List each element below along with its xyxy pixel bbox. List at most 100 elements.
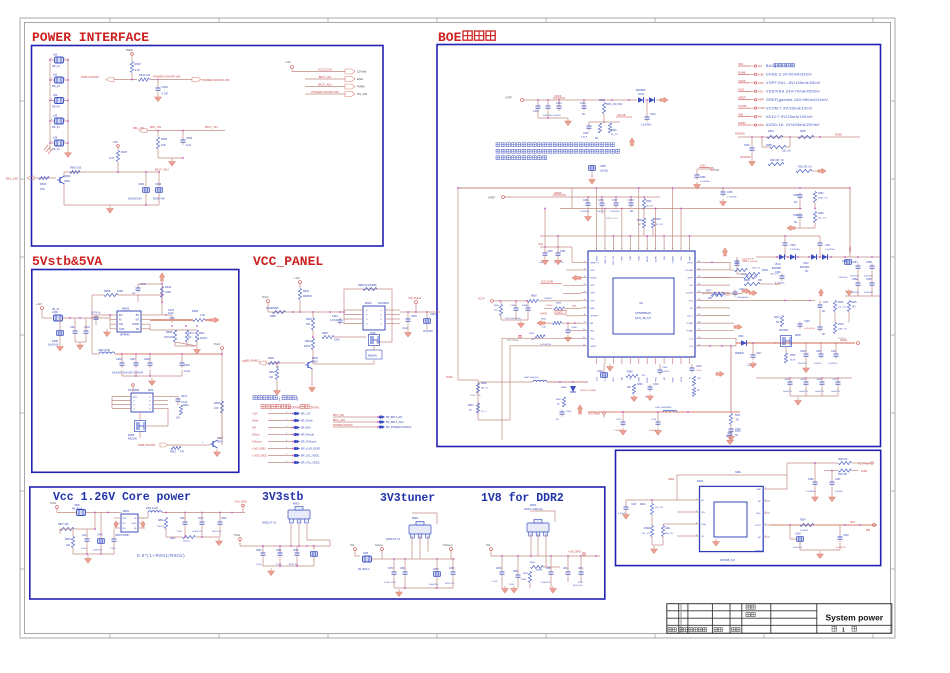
svg-text:+1V8_DDR2: +1V8_DDR2 — [252, 448, 266, 451]
svg-text:EN: EN — [590, 323, 593, 325]
svg-text:C446: C446 — [97, 535, 103, 537]
svg-text:1: 1 — [286, 461, 288, 463]
svg-text:Vcc 1.26V Core power: Vcc 1.26V Core power — [53, 491, 191, 504]
svg-text:M904: M904 — [312, 357, 319, 360]
svg-text:GHOFF: GHOFF — [590, 316, 598, 318]
svg-text:0R/0R: 0R/0R — [536, 570, 543, 572]
svg-text:10uF/16V: 10uF/16V — [864, 292, 874, 294]
svg-text:NC: NC — [735, 435, 739, 437]
svg-text:1K01%: 1K01% — [183, 541, 190, 543]
svg-text:4.2K61%: 4.2K61% — [198, 338, 207, 340]
svg-text:0.1uF/16v: 0.1uF/16v — [836, 547, 847, 549]
svg-text:VON: VON — [700, 165, 706, 168]
svg-text:NC/0R0805: NC/0R0805 — [266, 307, 279, 310]
svg-text:C603: C603 — [155, 182, 162, 186]
svg-text:1V8 for DDR2: 1V8 for DDR2 — [481, 492, 564, 505]
svg-text:C684: C684 — [400, 568, 406, 570]
svg-text:C605: C605 — [742, 261, 748, 263]
svg-text:16uF/16V: 16uF/16V — [48, 344, 59, 347]
svg-text:R33B: R33B — [644, 528, 650, 530]
svg-text:R666: R666 — [214, 402, 221, 405]
svg-text:OUT: OUT — [590, 338, 595, 340]
svg-text:2: 2 — [51, 141, 53, 143]
svg-text:L82: L82 — [53, 93, 58, 97]
svg-text:C348: C348 — [804, 321, 810, 323]
svg-text:R4: R4 — [642, 375, 646, 377]
svg-text:100K: 100K — [117, 289, 123, 293]
svg-text:C618: C618 — [84, 326, 90, 329]
svg-text:C802: C802 — [256, 550, 262, 552]
svg-text:EN: EN — [136, 319, 140, 322]
svg-text:4.7K: 4.7K — [135, 68, 141, 72]
svg-text:GVON: GVON — [540, 313, 547, 316]
svg-text:U802: U802 — [74, 504, 80, 507]
svg-text:+1V8_DDR2: +1V8_DDR2 — [568, 552, 582, 554]
svg-text:BP_v1V8_DDR2: BP_v1V8_DDR2 — [301, 447, 321, 451]
svg-text:VCC-Panel: VCC-Panel — [858, 464, 870, 466]
svg-text:1: 1 — [286, 454, 288, 456]
svg-text:GND: GND — [639, 377, 641, 382]
svg-text:VOUT: VOUT — [755, 525, 762, 527]
svg-text:5: 5 — [765, 488, 767, 490]
svg-text:10K: 10K — [161, 143, 166, 147]
svg-text:AVDD: AVDD — [774, 283, 781, 286]
svg-text:43K61: 43K61 — [304, 346, 311, 348]
svg-text:0.1uF/25v: 0.1uF/25v — [806, 491, 817, 493]
svg-text:PGx: PGx — [689, 300, 694, 302]
svg-text:V612: V612 — [217, 437, 223, 440]
svg-text:16uF/25V: 16uF/25V — [783, 391, 793, 393]
svg-text:C33B: C33B — [571, 327, 577, 329]
svg-text:10uF/16V 1uF/50v: 10uF/16V 1uF/50v — [543, 115, 562, 117]
svg-text:S: S — [149, 409, 151, 411]
svg-text:4.7K: 4.7K — [109, 156, 115, 160]
svg-text:15K: 15K — [697, 378, 701, 380]
svg-text:50L_1%: 50L_1% — [655, 507, 663, 509]
svg-text:R335: R335 — [800, 130, 806, 133]
svg-text:3Vtuner: 3Vtuner — [375, 544, 383, 547]
svg-text:R807 10K: R807 10K — [58, 523, 69, 526]
svg-text:4: 4 — [613, 248, 614, 250]
svg-text:WEO: WEO — [596, 256, 598, 262]
svg-text:NC: NC — [758, 537, 762, 539]
svg-text:GHOF: GHOF — [556, 313, 563, 315]
svg-text:45_1%: 45_1% — [611, 134, 618, 136]
svg-text:1: 1 — [64, 58, 66, 60]
svg-text:GREF: GREF — [738, 96, 746, 100]
svg-text:2: 2 — [51, 58, 53, 60]
svg-text:CUM: CUM — [681, 377, 683, 382]
svg-text:R664: R664 — [303, 290, 310, 293]
svg-text:C665: C665 — [433, 569, 439, 571]
svg-text:VD4x: VD4x — [775, 264, 781, 266]
svg-text:0.47uF/50v: 0.47uF/50v — [804, 328, 816, 330]
svg-text:FB_44: FB_44 — [52, 105, 60, 109]
svg-text:NC: NC — [794, 222, 798, 224]
svg-text:0.118O5: 0.118O5 — [800, 530, 809, 532]
svg-text:C816: C816 — [566, 411, 572, 413]
svg-text:0.1uF 2.2uF: 0.1uF 2.2uF — [384, 582, 396, 584]
svg-text:0.1uF/25v: 0.1uF/25v — [828, 363, 838, 365]
svg-text:BP_BKLT_EN: BP_BKLT_EN — [386, 415, 402, 419]
svg-text:C346: C346 — [800, 351, 806, 353]
svg-text:LX1: LX1 — [689, 346, 694, 348]
svg-text:OPF: OPF — [590, 285, 595, 287]
svg-text:C809: C809 — [180, 518, 186, 520]
svg-text:10uF 10uF/4x3H: 10uF 10uF/4x3H — [505, 318, 521, 320]
svg-text:L84: L84 — [53, 136, 58, 140]
svg-text:C348: C348 — [795, 534, 801, 536]
svg-text:16uF/25V: 16uF/25V — [798, 363, 808, 365]
svg-text:12Vstb: 12Vstb — [357, 70, 367, 74]
svg-text:L806 10uF/4x3: L806 10uF/4x3 — [524, 377, 539, 379]
svg-text:RE: RE — [622, 376, 624, 380]
svg-text:0.1: 0.1 — [132, 291, 136, 295]
svg-text:10nF: 10nF — [168, 312, 174, 315]
svg-text:16uF/25V: 16uF/25V — [799, 391, 809, 393]
svg-text:42K: 42K — [531, 339, 535, 341]
svg-text:AVDD: AVDD — [861, 470, 868, 473]
svg-text:PS_ON: PS_ON — [357, 92, 367, 96]
svg-text:+12V: +12V — [36, 303, 42, 306]
svg-text:R644: R644 — [165, 285, 172, 289]
svg-text:+12V: +12V — [294, 277, 300, 280]
svg-text:AMS1117-3.3: AMS1117-3.3 — [386, 538, 401, 541]
svg-text:VON: VON — [758, 90, 763, 93]
svg-text:12: 12 — [583, 344, 586, 346]
